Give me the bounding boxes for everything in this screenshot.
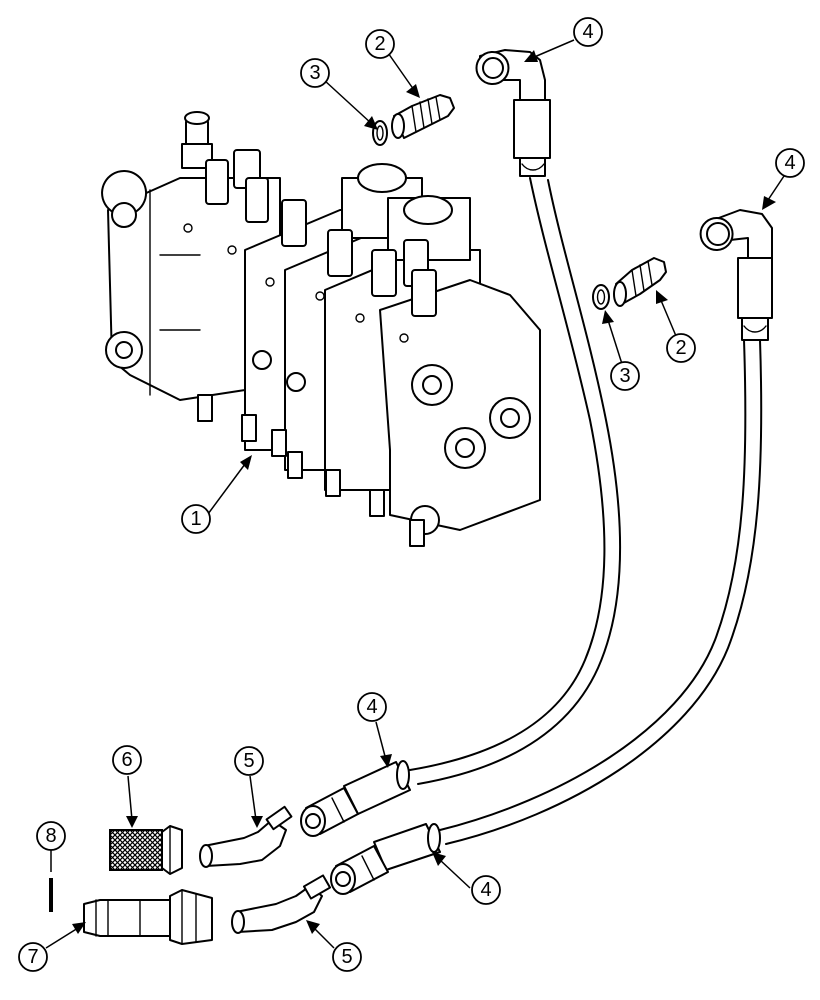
callout-2-upper: 2 bbox=[365, 29, 395, 59]
control-valve-assembly bbox=[101, 111, 541, 547]
o-ring-lower bbox=[592, 284, 610, 310]
hose-elbow-right bbox=[699, 209, 773, 341]
quick-coupler-female bbox=[109, 825, 183, 875]
spool-ends bbox=[197, 394, 425, 547]
adapter-fitting-lower bbox=[613, 257, 667, 307]
callout-7-label: 7 bbox=[27, 946, 38, 968]
hose-end-lower bbox=[330, 823, 441, 895]
callout-4-hose-upper: 4 bbox=[357, 692, 387, 722]
callout-2-lower-label: 2 bbox=[675, 337, 686, 359]
callout-6: 6 bbox=[112, 745, 142, 775]
callout-4-hose-lower: 4 bbox=[471, 875, 501, 905]
callout-2-upper-label: 2 bbox=[374, 33, 385, 55]
callout-4-top: 4 bbox=[573, 17, 603, 47]
adapter-fitting-upper bbox=[391, 94, 455, 139]
callout-1: 1 bbox=[181, 504, 211, 534]
quick-coupler-male bbox=[83, 889, 213, 945]
callout-8-label: 8 bbox=[45, 825, 56, 847]
callout-5-lower: 5 bbox=[332, 942, 362, 972]
callout-8: 8 bbox=[36, 821, 66, 851]
callout-4-top-label: 4 bbox=[582, 21, 593, 43]
callout-6-label: 6 bbox=[121, 749, 132, 771]
callout-2-lower: 2 bbox=[666, 333, 696, 363]
elbow-fitting-lower bbox=[231, 874, 332, 934]
callout-4-right-label: 4 bbox=[784, 152, 795, 174]
callout-5-lower-label: 5 bbox=[341, 946, 352, 968]
callout-5-upper: 5 bbox=[234, 746, 264, 776]
callout-3-upper: 3 bbox=[300, 58, 330, 88]
callout-3-upper-label: 3 bbox=[309, 62, 320, 84]
pin-item bbox=[49, 878, 53, 912]
callout-7: 7 bbox=[18, 942, 48, 972]
hose-elbow-upper bbox=[475, 49, 551, 177]
hose-line-left bbox=[409, 177, 622, 785]
elbow-fitting-upper bbox=[199, 805, 293, 868]
callout-1-label: 1 bbox=[190, 508, 201, 530]
callout-4-hose-lower-label: 4 bbox=[480, 879, 491, 901]
callout-3-lower: 3 bbox=[610, 361, 640, 391]
hose-line-right bbox=[439, 339, 763, 845]
callout-4-hose-upper-label: 4 bbox=[366, 696, 377, 718]
leader-lines bbox=[45, 39, 785, 949]
callout-4-right: 4 bbox=[775, 148, 805, 178]
hose-end-upper bbox=[300, 760, 411, 837]
callout-3-lower-label: 3 bbox=[619, 365, 630, 387]
callout-5-upper-label: 5 bbox=[243, 750, 254, 772]
